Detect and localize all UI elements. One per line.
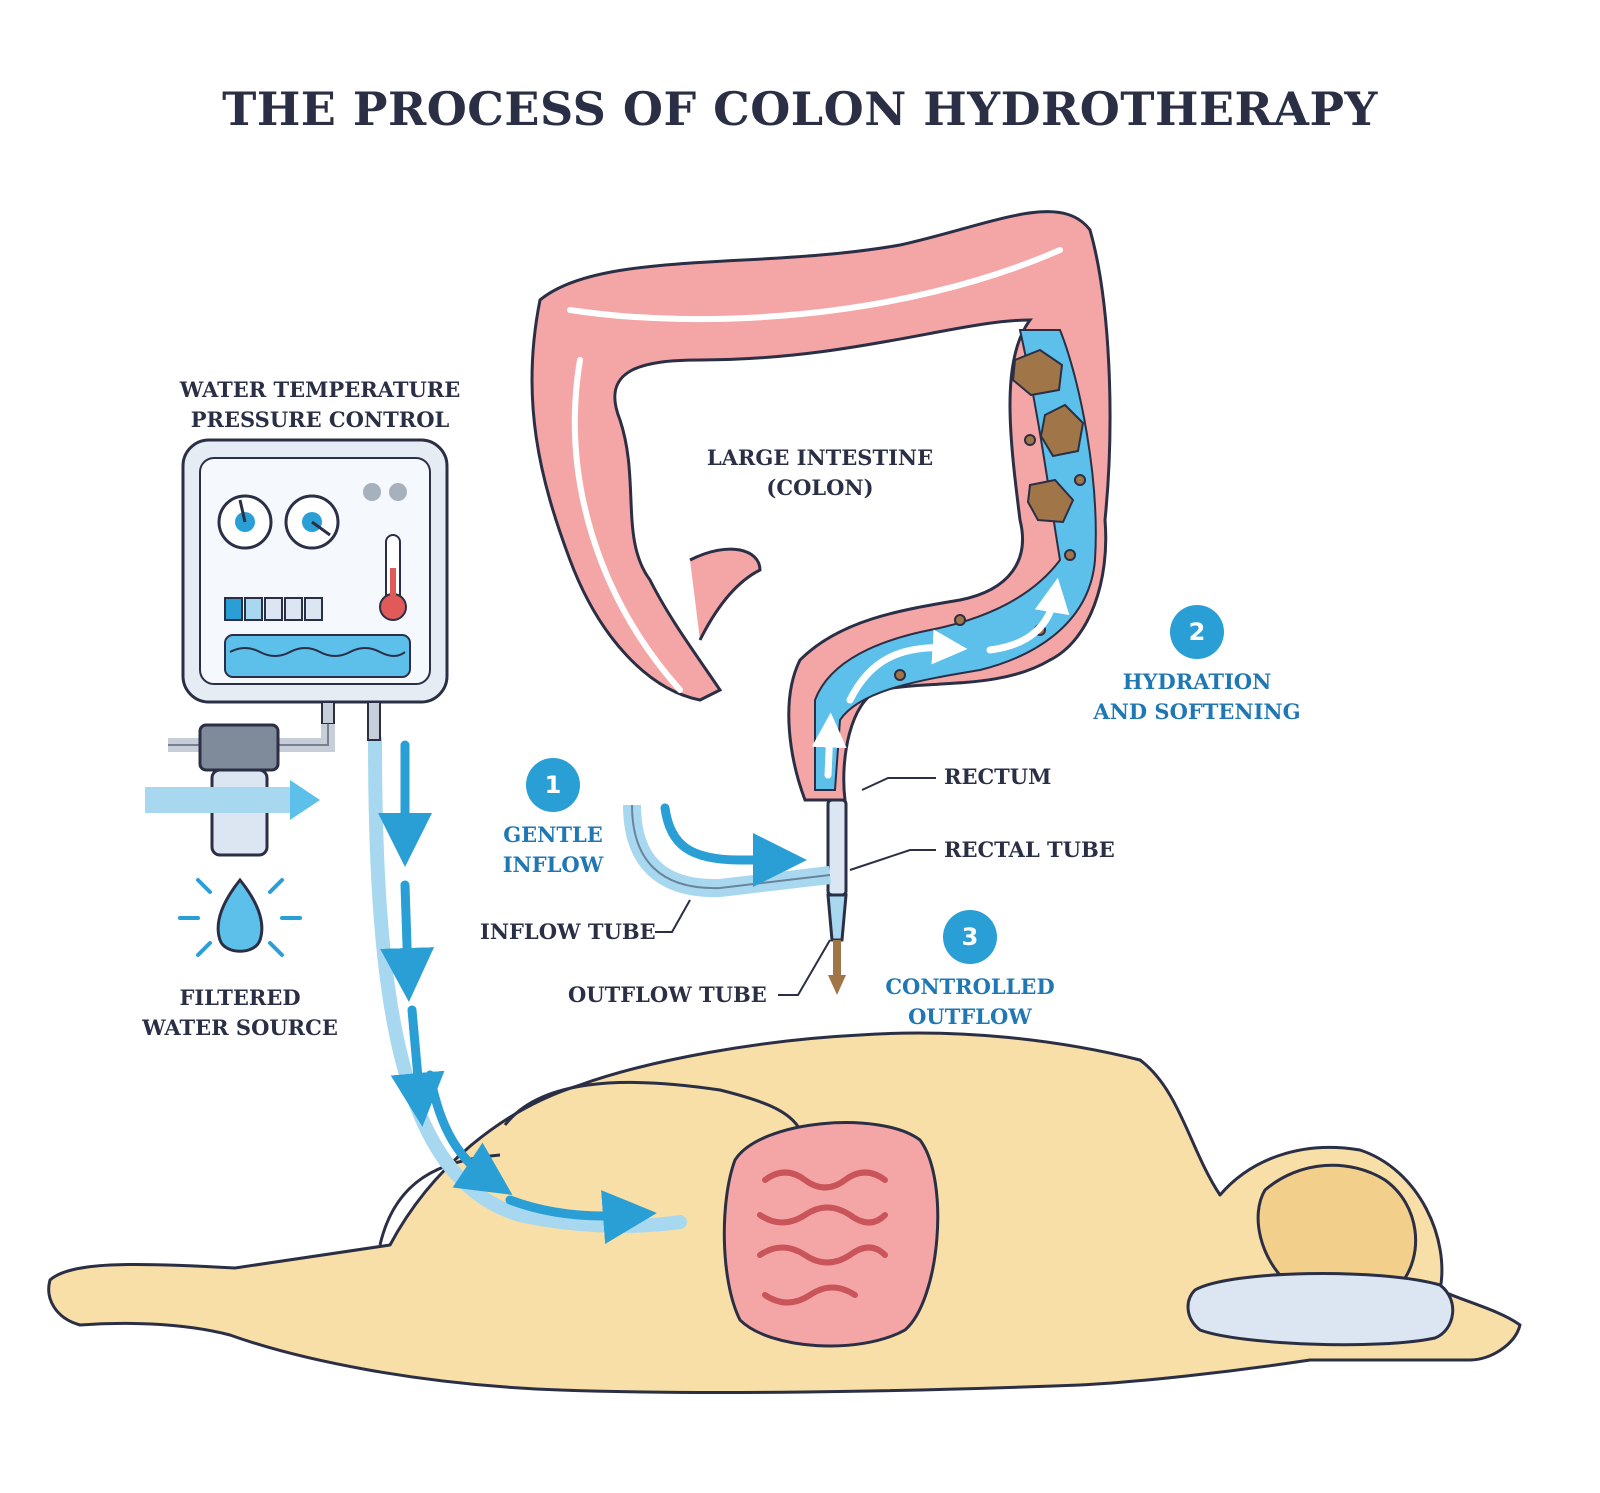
water-drop-icon [178,877,302,957]
rectum-label: RECTUM [944,764,1052,789]
label-line: INFLOW [502,852,604,877]
page-title: THE PROCESS OF COLON HYDROTHERAPY [222,82,1378,136]
leader-lines [655,777,936,996]
colon-water [814,329,1097,791]
water-display [224,634,411,678]
colon-label: LARGE INTESTINE (COLON) [700,443,940,503]
water-filter [145,723,335,857]
label-line: PRESSURE CONTROL [190,407,450,432]
abdomen-intestines [722,1121,940,1348]
rectal-tube-body [826,798,848,897]
label-line: FILTERED [179,985,301,1010]
step-label: CONTROLLED OUTFLOW [870,972,1070,1032]
label-line: OUTFLOW [908,1004,1032,1029]
step-badge: 3 [943,910,997,964]
step-label: GENTLE INFLOW [473,820,633,880]
control-unit [181,438,449,741]
label-line: (COLON) [766,475,874,500]
indicator-light-icon [363,483,381,501]
label-line: HYDRATION [1122,669,1272,694]
indicator-light-icon [389,483,407,501]
label-line: GENTLE [503,822,603,847]
rectal-tube-label: RECTAL TUBE [944,837,1115,862]
large-intestine [530,210,1112,995]
control-unit-label: WATER TEMPERATURE PRESSURE CONTROL [170,375,470,435]
step-badge: 2 [1170,605,1224,659]
step-label: HYDRATION AND SOFTENING [1075,667,1319,727]
level-bar-icon [224,597,323,621]
pillow [1186,1272,1455,1347]
small-intestine-coils [757,1169,888,1306]
step-badge: 1 [526,758,580,812]
label-line: AND SOFTENING [1093,699,1301,724]
patient-body [47,1031,1522,1394]
arm-line [503,1080,802,1131]
label-line: CONTROLLED [885,974,1055,999]
label-line: WATER TEMPERATURE [179,377,461,402]
water-source-label: FILTERED WATER SOURCE [120,983,360,1043]
label-line: LARGE INTESTINE [706,445,934,470]
flow-arrows-hose [378,740,657,1244]
outflow-tube-label: OUTFLOW TUBE [568,982,767,1007]
stool-deposits [894,348,1086,681]
flow-arrows-colon [811,577,1070,779]
inflow-arrow [660,803,807,887]
inflow-tube-label: INFLOW TUBE [480,919,656,944]
label-line: WATER SOURCE [142,1015,338,1040]
